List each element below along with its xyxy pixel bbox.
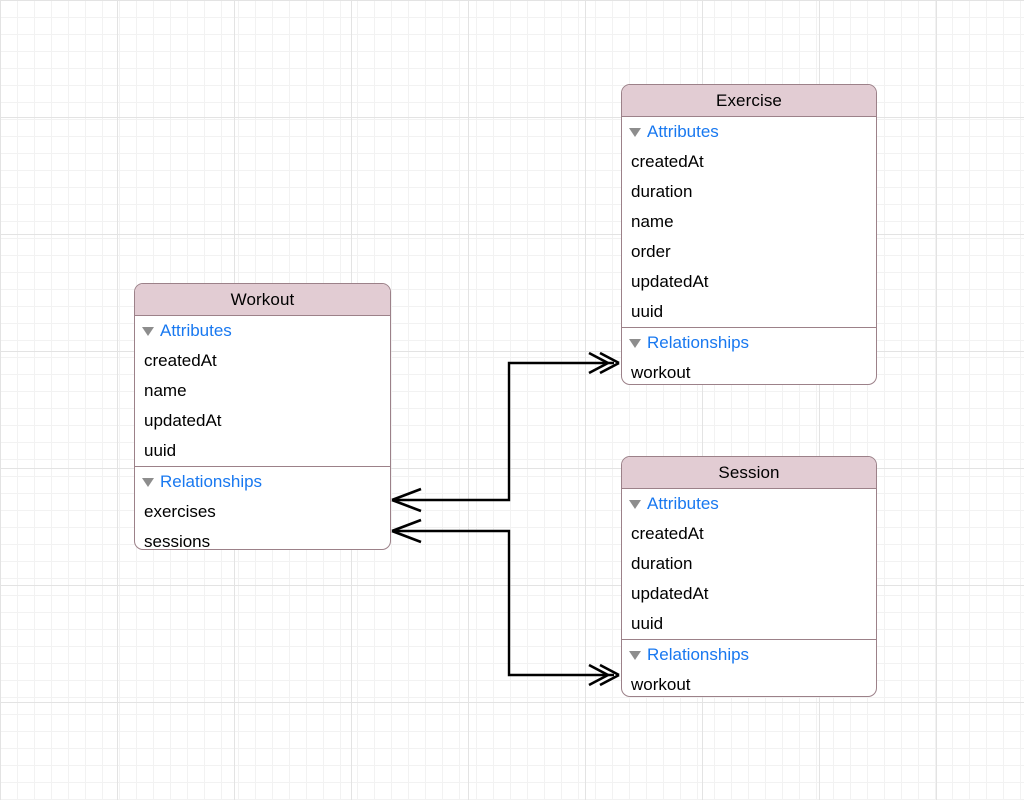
relationships-group-label: Relationships (160, 472, 263, 491)
attributes-group-label: Attributes (160, 321, 232, 340)
entity-session[interactable]: Session Attributes createdAt duration up… (621, 456, 877, 697)
relationship-workout-exercises[interactable] (391, 351, 620, 513)
attribute-row[interactable]: createdAt (144, 351, 217, 370)
attributes-group-header[interactable]: Attributes (622, 489, 876, 519)
arrowhead-to-one-workout-exercises (391, 487, 422, 513)
attribute-row[interactable]: createdAt (631, 524, 704, 543)
entity-workout-group-attributes: Attributes createdAt name updatedAt uuid (135, 316, 390, 466)
entity-session-title[interactable]: Session (622, 457, 876, 489)
attributes-group-label: Attributes (647, 494, 719, 513)
attribute-row[interactable]: name (631, 212, 674, 231)
attribute-row[interactable]: updatedAt (631, 584, 709, 603)
entity-session-group-attributes: Attributes createdAt duration updatedAt … (622, 489, 876, 639)
triangle-down-icon[interactable] (142, 326, 154, 336)
entity-workout-group-relationships: Relationships exercises sessions (135, 466, 390, 550)
attribute-row[interactable]: uuid (631, 302, 664, 321)
relationships-group-header[interactable]: Relationships (622, 328, 876, 358)
entity-exercise[interactable]: Exercise Attributes createdAt duration n… (621, 84, 877, 385)
attribute-row[interactable]: uuid (144, 441, 177, 460)
attributes-group-header[interactable]: Attributes (622, 117, 876, 147)
relationship-row[interactable]: sessions (144, 532, 211, 550)
attribute-row[interactable]: order (631, 242, 671, 261)
attribute-row[interactable]: uuid (631, 614, 664, 633)
attribute-row[interactable]: updatedAt (631, 272, 709, 291)
arrowhead-to-one-workout-sessions (391, 518, 422, 544)
triangle-down-icon[interactable] (629, 499, 641, 509)
triangle-down-icon[interactable] (142, 477, 154, 487)
relationship-row[interactable]: workout (631, 675, 691, 694)
attribute-row[interactable]: duration (631, 182, 693, 201)
entity-exercise-title[interactable]: Exercise (622, 85, 876, 117)
relationship-row[interactable]: exercises (144, 502, 216, 521)
arrowhead-to-many-exercise-workout (588, 351, 620, 375)
connector-line-sessions (394, 529, 614, 677)
entity-workout[interactable]: Workout Attributes createdAt name update… (134, 283, 391, 550)
attribute-row[interactable]: name (144, 381, 187, 400)
triangle-down-icon[interactable] (629, 338, 641, 348)
attributes-group-header[interactable]: Attributes (135, 316, 390, 346)
attribute-row[interactable]: createdAt (631, 152, 704, 171)
attribute-row[interactable]: duration (631, 554, 693, 573)
relationships-group-label: Relationships (647, 645, 750, 664)
relationships-group-header[interactable]: Relationships (135, 467, 390, 497)
connector-line-exercises (394, 361, 614, 502)
relationship-workout-sessions[interactable] (391, 518, 620, 687)
relationships-group-header[interactable]: Relationships (622, 640, 876, 670)
relationships-group-label: Relationships (647, 333, 750, 352)
triangle-down-icon[interactable] (629, 127, 641, 137)
entity-exercise-group-attributes: Attributes createdAt duration name order… (622, 117, 876, 327)
triangle-down-icon[interactable] (629, 650, 641, 660)
relationship-row[interactable]: workout (631, 363, 691, 382)
attributes-group-label: Attributes (647, 122, 719, 141)
entity-workout-title[interactable]: Workout (135, 284, 390, 316)
entity-session-group-relationships: Relationships workout (622, 639, 876, 696)
entity-exercise-group-relationships: Relationships workout (622, 327, 876, 384)
arrowhead-to-many-session-workout (588, 663, 620, 687)
attribute-row[interactable]: updatedAt (144, 411, 222, 430)
